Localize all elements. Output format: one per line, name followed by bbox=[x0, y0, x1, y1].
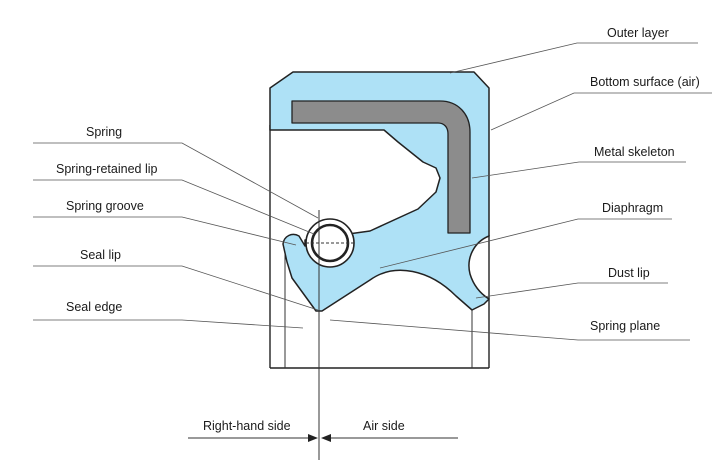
labels: Outer layer Bottom surface (air) Metal s… bbox=[56, 26, 700, 433]
label-dust-lip: Dust lip bbox=[608, 266, 650, 280]
label-diaphragm: Diaphragm bbox=[602, 201, 663, 215]
side-indicator bbox=[188, 434, 458, 442]
housing-outline bbox=[269, 125, 490, 369]
garter-spring bbox=[305, 218, 355, 268]
arrow-right-icon bbox=[308, 434, 318, 442]
label-bottom-surface: Bottom surface (air) bbox=[590, 75, 700, 89]
label-seal-lip: Seal lip bbox=[80, 248, 121, 262]
label-metal-skeleton: Metal skeleton bbox=[594, 145, 675, 159]
label-air-side: Air side bbox=[363, 419, 405, 433]
label-spring-plane: Spring plane bbox=[590, 319, 660, 333]
label-seal-edge: Seal edge bbox=[66, 300, 122, 314]
label-right-hand-side: Right-hand side bbox=[203, 419, 291, 433]
label-spring-retained-lip: Spring-retained lip bbox=[56, 162, 157, 176]
label-spring: Spring bbox=[86, 125, 122, 139]
metal-skeleton-insert bbox=[291, 100, 471, 234]
label-outer-layer: Outer layer bbox=[607, 26, 669, 40]
leader-lines-right bbox=[329, 42, 712, 341]
label-spring-groove: Spring groove bbox=[66, 199, 144, 213]
leader-lines-left bbox=[33, 142, 319, 329]
arrow-left-icon bbox=[321, 434, 331, 442]
